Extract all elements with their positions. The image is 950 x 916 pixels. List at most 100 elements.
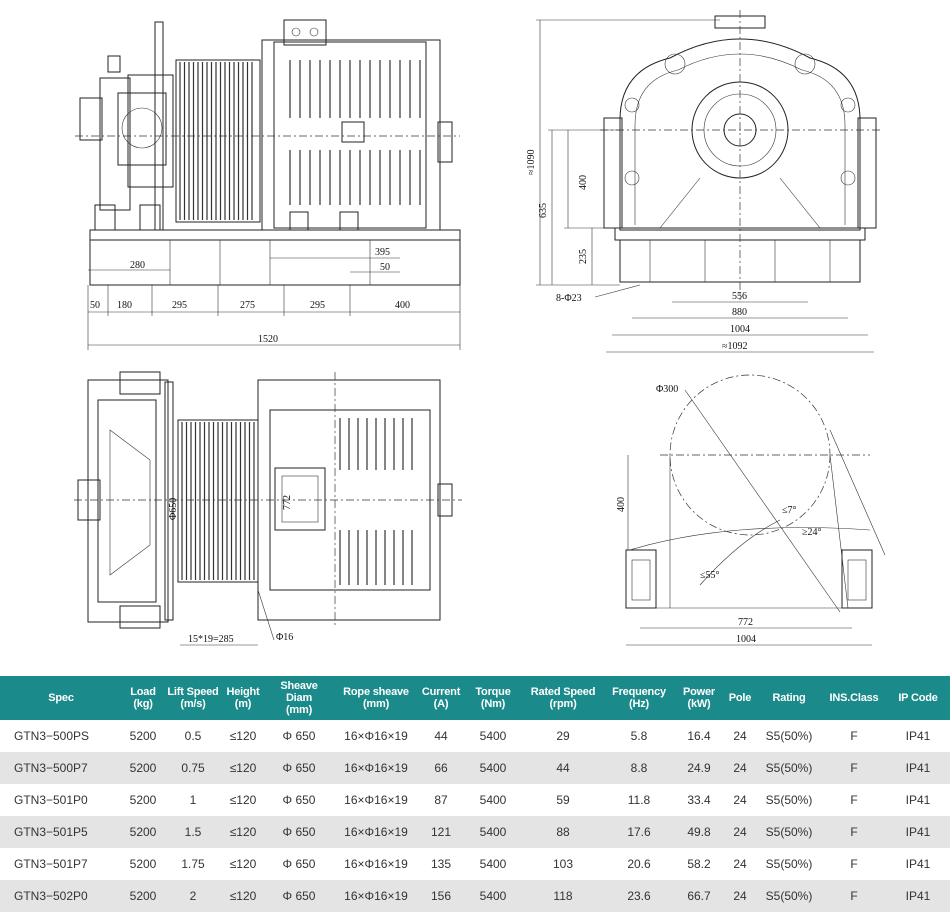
column-header-unit: (m)	[234, 698, 252, 710]
column-header: Rated Speed(rpm)	[522, 676, 604, 720]
column-header: Frequency(Hz)	[604, 676, 674, 720]
table-cell: ≤120	[222, 720, 264, 752]
dim-635: 635	[538, 203, 549, 218]
table-cell: 29	[522, 720, 604, 752]
table-cell: 135	[418, 848, 464, 880]
table-cell: 24	[724, 720, 756, 752]
table-cell: IP41	[886, 752, 950, 784]
dim-772-vert: 772	[282, 495, 293, 510]
table-cell: 24	[724, 880, 756, 912]
table-cell: F	[822, 848, 886, 880]
column-header-label: Height	[226, 686, 260, 698]
table-cell: 5200	[122, 784, 164, 816]
table-cell: F	[822, 784, 886, 816]
dim-556: 556	[732, 291, 747, 302]
table-cell: S5(50%)	[756, 880, 822, 912]
column-header: IP Code	[886, 676, 950, 720]
dim-phi650: Φ650	[168, 498, 179, 520]
table-cell: 16×Φ16×19	[334, 880, 418, 912]
column-header-label: Power	[682, 686, 715, 698]
table-cell: IP41	[886, 880, 950, 912]
angle-24: ≥24°	[802, 527, 822, 538]
column-header-label: Spec	[48, 692, 74, 704]
column-header-label: Rope sheave	[343, 686, 409, 698]
table-cell: Φ 650	[264, 784, 334, 816]
wrap-angle-diagram: Φ300 400 ≤7° ≥24° ≤55° 772 1004	[616, 374, 886, 646]
dim-1520: 1520	[258, 334, 278, 345]
column-header: Rating	[756, 676, 822, 720]
table-cell: GTN3−500P7	[0, 752, 122, 784]
table-cell: 59	[522, 784, 604, 816]
dim-400: 400	[395, 300, 410, 311]
column-header: Current(A)	[418, 676, 464, 720]
dim-295-b: 295	[310, 300, 325, 311]
table-cell: 1.5	[164, 816, 222, 848]
table-cell: ≤120	[222, 880, 264, 912]
table-cell: 16×Φ16×19	[334, 720, 418, 752]
table-cell: GTN3−502P0	[0, 880, 122, 912]
table-cell: 24	[724, 816, 756, 848]
table-cell: 121	[418, 816, 464, 848]
table-cell: 5200	[122, 880, 164, 912]
table-cell: 5400	[464, 752, 522, 784]
dim-1090: ≈1090	[526, 150, 537, 176]
column-header-label: INS.Class	[829, 692, 879, 704]
dim-50-right: 50	[380, 262, 390, 273]
column-header-label: Rated Speed	[530, 686, 596, 698]
column-header-label: Current	[421, 686, 461, 698]
table-cell: 20.6	[604, 848, 674, 880]
table-cell: 0.5	[164, 720, 222, 752]
dim-280: 280	[130, 260, 145, 271]
dim-1004-wrap: 1004	[736, 634, 756, 645]
table-cell: ≤120	[222, 848, 264, 880]
dim-295-a: 295	[172, 300, 187, 311]
table-cell: 0.75	[164, 752, 222, 784]
table-cell: 49.8	[674, 816, 724, 848]
angle-55: ≤55°	[700, 570, 720, 581]
column-header-label: Torque	[475, 686, 511, 698]
table-cell: IP41	[886, 816, 950, 848]
column-header: INS.Class	[822, 676, 886, 720]
table-cell: 87	[418, 784, 464, 816]
column-header: Pole	[724, 676, 756, 720]
table-cell: 24	[724, 784, 756, 816]
table-cell: GTN3−500PS	[0, 720, 122, 752]
dim-grooves: 15*19=285	[188, 634, 234, 645]
top-view-drawing: Φ650 772 15*19=285 Φ16	[74, 371, 462, 646]
dim-880: 880	[732, 307, 747, 318]
column-header: Spec	[0, 676, 122, 720]
table-cell: GTN3−501P7	[0, 848, 122, 880]
table-cell: 58.2	[674, 848, 724, 880]
table-cell: 2	[164, 880, 222, 912]
table-cell: 5400	[464, 784, 522, 816]
dim-772-wrap: 772	[738, 617, 753, 628]
table-cell: 44	[418, 720, 464, 752]
table-cell: 156	[418, 880, 464, 912]
column-header-unit: (Hz)	[629, 698, 649, 710]
dim-400-wrap: 400	[616, 497, 627, 512]
table-cell: 23.6	[604, 880, 674, 912]
table-cell: S5(50%)	[756, 784, 822, 816]
table-cell: S5(50%)	[756, 848, 822, 880]
table-cell: 88	[522, 816, 604, 848]
table-cell: F	[822, 880, 886, 912]
table-cell: IP41	[886, 720, 950, 752]
table-cell: ≤120	[222, 784, 264, 816]
table-cell: 33.4	[674, 784, 724, 816]
table-cell: 16.4	[674, 720, 724, 752]
column-header: Load(kg)	[122, 676, 164, 720]
column-header-unit: (rpm)	[549, 698, 577, 710]
column-header-label: Frequency	[612, 686, 666, 698]
table-cell: 5400	[464, 848, 522, 880]
table-cell: 1.75	[164, 848, 222, 880]
table-cell: GTN3−501P0	[0, 784, 122, 816]
table-cell: F	[822, 816, 886, 848]
column-header-label: IP Code	[898, 692, 938, 704]
column-header-unit: (mm)	[285, 704, 313, 716]
table-cell: 66	[418, 752, 464, 784]
column-header-label: Rating	[772, 692, 806, 704]
